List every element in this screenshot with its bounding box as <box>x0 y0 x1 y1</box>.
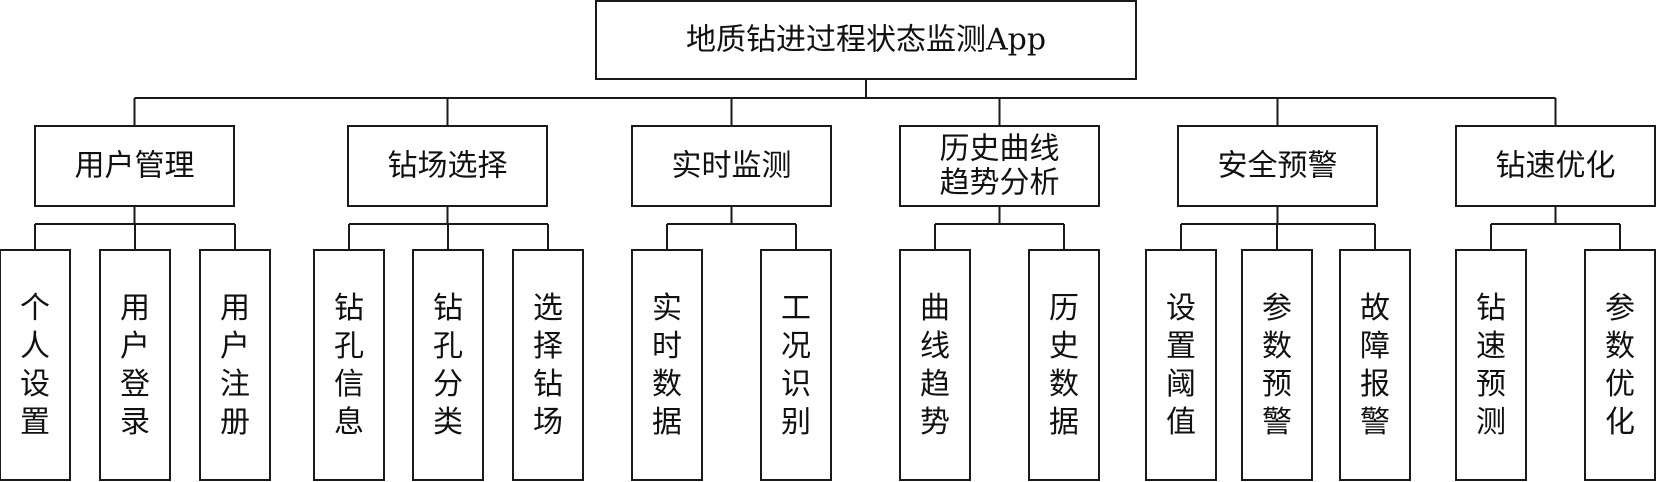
connectors <box>34 79 1621 250</box>
leaf-label: 实时数据 <box>652 291 682 440</box>
leaf-node: 实时数据 <box>631 249 703 481</box>
leaf-label: 用户注册 <box>220 291 250 440</box>
leaf-label: 钻孔信息 <box>334 291 364 440</box>
leaf-box <box>412 249 484 481</box>
leaf-box <box>899 249 971 481</box>
leaf-label: 参数优化 <box>1605 291 1635 440</box>
leaf-node: 选择钻场 <box>512 249 584 481</box>
leaf-node: 用户登录 <box>99 249 171 481</box>
module-label: 趋势分析 <box>940 166 1060 201</box>
module-box <box>34 125 235 207</box>
leaf-box <box>1145 249 1217 481</box>
leaf-box <box>512 249 584 481</box>
module-label: 实时监测 <box>672 149 792 184</box>
leaf-label: 故障报警 <box>1360 291 1390 440</box>
leaf-node: 曲线趋势 <box>899 249 971 481</box>
leaf-label: 历史数据 <box>1049 291 1079 440</box>
leaf-node: 工况识别 <box>760 249 832 481</box>
leaf-label: 参数预警 <box>1262 291 1292 440</box>
leaf-node: 设置阈值 <box>1145 249 1217 481</box>
leaf-node: 参数优化 <box>1584 249 1656 481</box>
leaf-label: 曲线趋势 <box>920 291 950 440</box>
leaf-box <box>1028 249 1100 481</box>
module-label: 安全预警 <box>1218 149 1338 184</box>
leaf-node: 参数预警 <box>1241 249 1313 481</box>
leaf-label: 工况识别 <box>781 291 811 440</box>
leaf-box <box>631 249 703 481</box>
root-label: 地质钻进过程状态监测App <box>686 23 1046 58</box>
leaf-box <box>0 249 71 481</box>
module-box <box>1177 125 1378 207</box>
leaf-label: 设置阈值 <box>1166 291 1196 440</box>
leaf-node: 故障报警 <box>1339 249 1411 481</box>
leaf-box <box>1584 249 1656 481</box>
leaf-node: 个人设置 <box>0 249 71 481</box>
module-box <box>631 125 832 207</box>
module-label: 用户管理 <box>75 149 195 184</box>
module-box <box>899 125 1100 207</box>
leaf-box <box>1339 249 1411 481</box>
leaf-node: 用户注册 <box>199 249 271 481</box>
root-box <box>595 0 1137 80</box>
module-label: 历史曲线 <box>940 132 1060 167</box>
leaf-label: 用户登录 <box>120 291 150 440</box>
leaf-node: 钻速预测 <box>1455 249 1527 481</box>
leaf-box <box>99 249 171 481</box>
leaf-box <box>760 249 832 481</box>
leaf-node: 钻孔信息 <box>313 249 385 481</box>
module-label: 钻速优化 <box>1496 149 1616 184</box>
leaf-box <box>313 249 385 481</box>
leaf-label: 钻速预测 <box>1476 291 1506 440</box>
leaf-label: 选择钻场 <box>533 291 563 440</box>
root-node: 地质钻进过程状态监测App <box>595 0 1137 80</box>
leaf-label: 钻孔分类 <box>433 291 463 440</box>
leaf-node: 历史数据 <box>1028 249 1100 481</box>
module-label: 钻场选择 <box>388 149 508 184</box>
leaf-box <box>1241 249 1313 481</box>
leaf-box <box>1455 249 1527 481</box>
module-box <box>1455 125 1656 207</box>
leaf-node: 钻孔分类 <box>412 249 484 481</box>
module-box <box>347 125 548 207</box>
leaf-label: 个人设置 <box>20 291 50 440</box>
leaf-box <box>199 249 271 481</box>
